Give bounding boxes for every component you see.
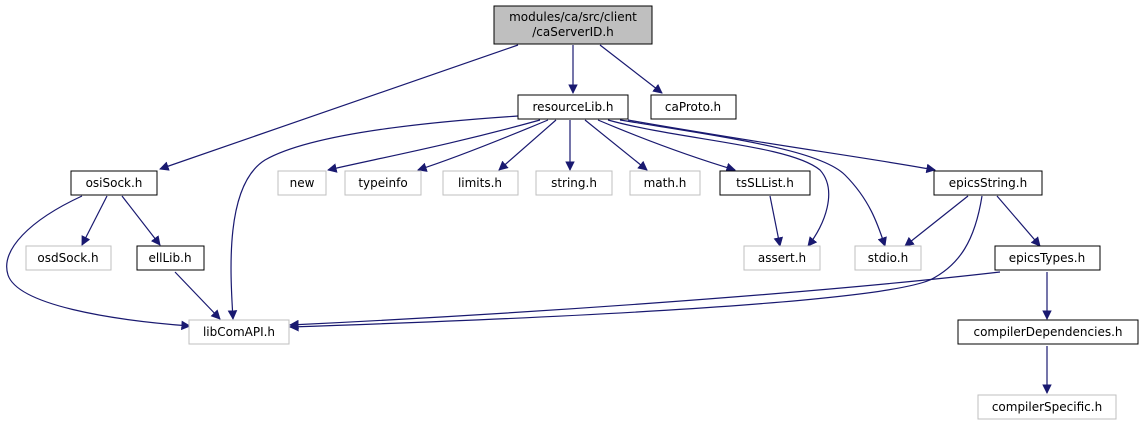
edge-osisock-to-osdsock [81, 195, 108, 246]
node-stdio-h[interactable]: stdio.h [854, 245, 922, 271]
edge-resourcelib-to-new [327, 119, 541, 173]
node-osdsock-h[interactable]: osdSock.h [25, 245, 112, 271]
edges [6, 44, 1052, 394]
node-resourcelib-h[interactable]: resourceLib.h [517, 94, 629, 120]
edge-osisock-to-libcomapi [6, 195, 191, 331]
node-tsssllist-h[interactable]: tsSLList.h [719, 170, 811, 196]
node-string-h[interactable]: string.h [535, 170, 613, 196]
node-osisock-h-label: osiSock.h [86, 176, 143, 190]
node-epicstypes-h[interactable]: epicsTypes.h [994, 245, 1101, 271]
node-new[interactable]: new [277, 170, 327, 196]
edge-epicsstring-to-libcomapi [289, 195, 983, 332]
edge-resourcelib-to-assert [607, 119, 830, 247]
node-osdsock-h-label: osdSock.h [37, 251, 98, 265]
node-resourcelib-h-label: resourceLib.h [533, 100, 614, 114]
node-caserverid-h-label-line2: /caServerID.h [532, 25, 614, 39]
node-compilerdependencies-h-label: compilerDependencies.h [973, 325, 1122, 339]
node-epicsstring-h[interactable]: epicsString.h [933, 170, 1043, 196]
edge-epicstypes-to-libcomapi [289, 271, 1001, 330]
edge-resourcelib-to-tsssllist [597, 119, 736, 173]
edge-resourcelib-to-epicsstring [627, 119, 936, 174]
node-typeinfo-label: typeinfo [358, 176, 407, 190]
edge-resourcelib-to-typeinfo [417, 119, 549, 172]
edge-resourcelib-to-math [584, 119, 648, 171]
node-tsssllist-h-label: tsSLList.h [736, 176, 794, 190]
edge-elllib-to-libcomapi [174, 271, 221, 320]
node-caserverid-h-label-line1: modules/ca/src/client [509, 10, 637, 24]
node-libcomapi-h[interactable]: libComAPI.h [188, 319, 290, 345]
node-epicsstring-h-label: epicsString.h [949, 176, 1027, 190]
node-elllib-h-label: ellLib.h [148, 251, 191, 265]
edge-epicsstring-to-epicstypes [996, 195, 1041, 247]
edge-resourcelib-to-limits [498, 119, 557, 171]
node-osisock-h[interactable]: osiSock.h [70, 170, 158, 196]
node-math-h-label: math.h [644, 176, 687, 190]
node-new-label: new [290, 176, 315, 190]
node-math-h[interactable]: math.h [629, 170, 701, 196]
node-epicstypes-h-label: epicsTypes.h [1009, 251, 1085, 265]
edge-epicsstring-to-stdio [904, 195, 969, 247]
edge-osisock-to-elllib [121, 195, 161, 246]
node-elllib-h[interactable]: ellLib.h [136, 245, 205, 271]
edge-resourcelib-to-stdio [619, 119, 887, 247]
node-libcomapi-h-label: libComAPI.h [203, 325, 275, 339]
edge-root-to-caproto [599, 44, 663, 94]
edge-root-to-osisock [159, 44, 519, 171]
nodes: modules/ca/src/client /caServerID.h reso… [25, 5, 1139, 420]
node-stdio-h-label: stdio.h [868, 251, 908, 265]
edge-resourcelib-to-libcomapi [227, 115, 519, 320]
edge-tsssllist-to-assert [769, 195, 784, 247]
node-limits-h[interactable]: limits.h [442, 170, 519, 196]
node-string-h-label: string.h [551, 176, 597, 190]
node-limits-h-label: limits.h [458, 176, 502, 190]
node-assert-h[interactable]: assert.h [743, 245, 821, 271]
node-compilerspecific-h[interactable]: compilerSpecific.h [977, 394, 1117, 420]
node-caserverid-h[interactable]: modules/ca/src/client /caServerID.h [493, 5, 653, 45]
node-typeinfo[interactable]: typeinfo [344, 170, 422, 196]
node-compilerdependencies-h[interactable]: compilerDependencies.h [957, 319, 1139, 345]
node-compilerspecific-h-label: compilerSpecific.h [992, 400, 1102, 414]
node-assert-h-label: assert.h [758, 251, 806, 265]
node-caproto-h-label: caProto.h [665, 100, 721, 114]
node-caproto-h[interactable]: caProto.h [650, 94, 737, 120]
